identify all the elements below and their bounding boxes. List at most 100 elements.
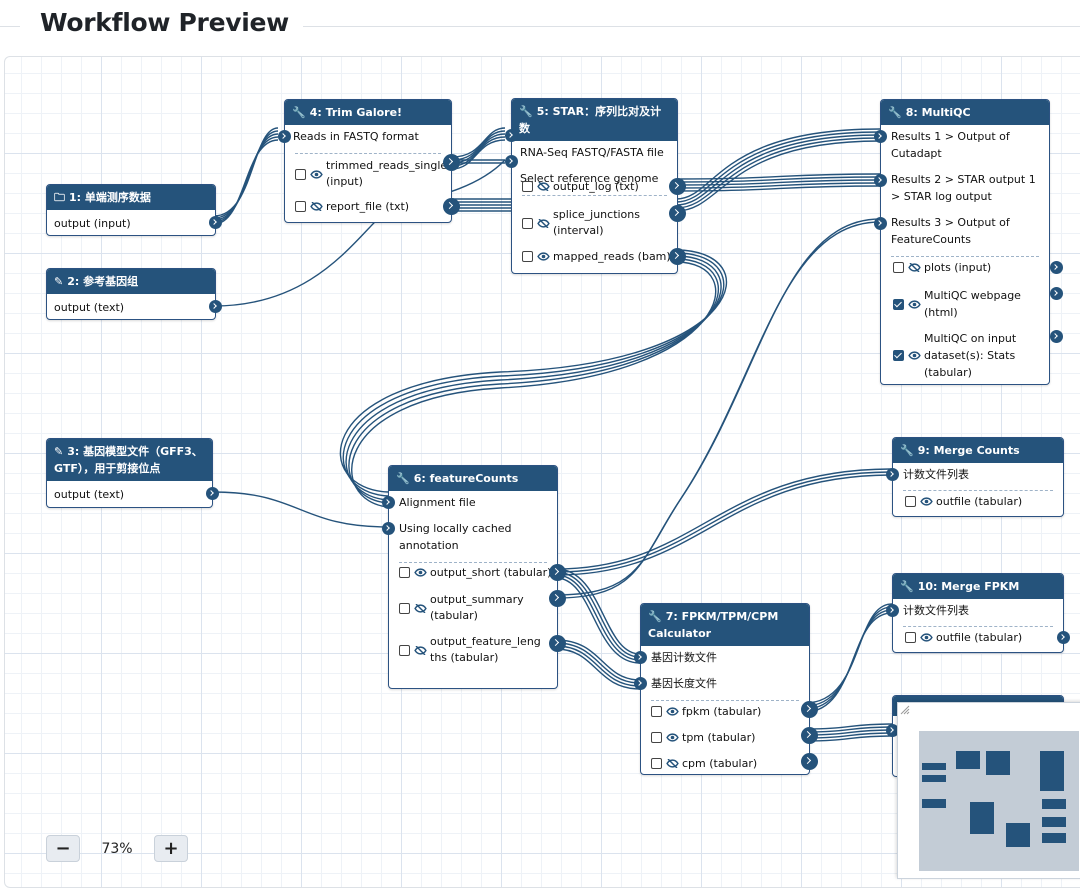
node-output-row[interactable]: tpm (tabular) — [651, 731, 755, 744]
output-checkbox[interactable] — [651, 758, 662, 769]
node-output-row[interactable]: plots (input) — [893, 261, 991, 274]
workflow-node-5[interactable]: 🔧5: STAR：序列比对及计数 RNA-Seq FASTQ/FASTA fil… — [505, 98, 686, 274]
eye-slash-icon[interactable] — [537, 218, 550, 228]
node-output-row[interactable]: report_file (txt) — [295, 200, 409, 213]
output-terminal[interactable] — [549, 635, 566, 652]
eye-slash-icon[interactable] — [666, 759, 679, 768]
node-header[interactable]: 🔧10: Merge FPKM — [893, 574, 1063, 599]
eye-icon[interactable] — [666, 733, 679, 742]
eye-slash-icon[interactable] — [908, 263, 921, 272]
node-header[interactable]: 🔧6: featureCounts — [389, 466, 557, 491]
eye-slash-icon[interactable] — [537, 182, 550, 191]
node-header[interactable]: 🔧7: FPKM/TPM/CPM Calculator — [641, 604, 809, 646]
node-header[interactable]: 🔧9: Merge Counts — [893, 438, 1063, 463]
zoom-in-button[interactable]: + — [154, 835, 188, 862]
eye-icon[interactable] — [310, 169, 323, 179]
output-terminal[interactable] — [209, 216, 222, 229]
node-output-row[interactable]: outfile (tabular) — [905, 631, 1022, 644]
output-terminal[interactable] — [801, 753, 818, 770]
output-terminal[interactable] — [206, 487, 219, 500]
node-header[interactable]: ✎3: 基因模型文件（GFF3、GTF），用于剪接位点 — [47, 439, 212, 481]
eye-icon[interactable] — [908, 351, 921, 360]
workflow-node-9[interactable]: 🔧9: Merge Counts 计数文件列表 outfile (tabular… — [886, 437, 1064, 517]
workflow-node-1[interactable]: 🗀1: 单端测序数据 output (input) — [46, 184, 222, 236]
output-terminal[interactable] — [669, 248, 686, 265]
workflow-node-2[interactable]: ✎2: 参考基因组 output (text) — [46, 268, 222, 320]
input-terminal[interactable] — [874, 217, 887, 230]
eye-icon[interactable] — [920, 633, 933, 642]
node-output-row[interactable]: output_short (tabular) — [399, 566, 551, 579]
input-terminal[interactable] — [874, 130, 887, 143]
output-terminal[interactable] — [1050, 287, 1063, 300]
output-checkbox[interactable] — [651, 732, 662, 743]
output-checkbox[interactable] — [399, 602, 410, 614]
eye-icon[interactable] — [908, 299, 921, 309]
output-checkbox[interactable] — [893, 298, 904, 310]
input-terminal[interactable] — [382, 522, 395, 535]
output-terminal[interactable] — [443, 154, 460, 171]
eye-icon[interactable] — [666, 707, 679, 716]
output-terminal[interactable] — [1050, 330, 1063, 343]
input-terminal[interactable] — [886, 724, 899, 737]
node-output-row[interactable]: output_feature_lengths (tabular) — [399, 634, 544, 666]
input-terminal[interactable] — [382, 496, 395, 509]
output-checkbox[interactable] — [905, 632, 916, 643]
input-terminal[interactable] — [874, 174, 887, 187]
output-terminal[interactable] — [669, 178, 686, 195]
output-checkbox[interactable] — [295, 168, 306, 180]
zoom-out-button[interactable]: − — [46, 835, 80, 862]
node-header[interactable]: 🗀1: 单端测序数据 — [47, 185, 215, 210]
workflow-node-6[interactable]: 🔧6: featureCounts Alignment file Using l… — [382, 465, 566, 689]
output-terminal[interactable] — [549, 590, 566, 607]
input-terminal[interactable] — [886, 604, 899, 617]
node-output-row[interactable]: output_log (txt) — [522, 180, 639, 193]
node-output-row[interactable]: splice_junctions (interval) — [522, 207, 652, 239]
node-header[interactable]: 🔧5: STAR：序列比对及计数 — [512, 99, 677, 141]
minimap[interactable] — [897, 702, 1080, 879]
input-terminal[interactable] — [505, 155, 518, 168]
output-terminal[interactable] — [1050, 261, 1063, 274]
input-terminal[interactable] — [505, 129, 518, 142]
output-checkbox[interactable] — [399, 567, 410, 578]
node-output-row[interactable]: MultiQC webpage (html) — [893, 287, 1023, 321]
output-terminal[interactable] — [1057, 631, 1070, 644]
output-checkbox[interactable] — [522, 217, 533, 229]
output-checkbox[interactable] — [522, 181, 533, 192]
node-output-row[interactable]: trimmed_reads_single (input) — [295, 158, 447, 190]
output-terminal[interactable] — [443, 198, 460, 215]
eye-slash-icon[interactable] — [414, 645, 427, 655]
node-header[interactable]: 🔧4: Trim Galore! — [285, 100, 451, 125]
output-terminal[interactable] — [801, 727, 818, 744]
eye-icon[interactable] — [414, 568, 427, 577]
node-output-row[interactable]: fpkm (tabular) — [651, 705, 761, 718]
workflow-node-7[interactable]: 🔧7: FPKM/TPM/CPM Calculator 基因计数文件 基因长度文… — [634, 603, 818, 775]
workflow-node-4[interactable]: 🔧4: Trim Galore! Reads in FASTQ format t… — [278, 99, 460, 223]
output-checkbox[interactable] — [295, 201, 306, 212]
eye-icon[interactable] — [920, 497, 933, 506]
input-terminal[interactable] — [634, 677, 647, 690]
node-output-row[interactable]: mapped_reads (bam) — [522, 250, 671, 263]
node-output-row[interactable]: MultiQC on input dataset(s): Stats (tabu… — [893, 330, 1028, 381]
output-checkbox[interactable] — [522, 251, 533, 262]
workflow-node-10[interactable]: 🔧10: Merge FPKM 计数文件列表 outfile (tabular) — [886, 573, 1070, 653]
input-terminal[interactable] — [278, 130, 291, 143]
node-output-row[interactable]: outfile (tabular) — [905, 495, 1022, 508]
node-output-row[interactable]: cpm (tabular) — [651, 757, 757, 770]
output-checkbox[interactable] — [651, 706, 662, 717]
output-checkbox[interactable] — [399, 644, 410, 656]
node-header[interactable]: 🔧8: MultiQC — [881, 100, 1049, 125]
output-terminal[interactable] — [669, 205, 686, 222]
node-header[interactable]: ✎2: 参考基因组 — [47, 269, 215, 294]
resize-grip-icon[interactable] — [900, 705, 910, 715]
eye-slash-icon[interactable] — [310, 202, 323, 211]
input-terminal[interactable] — [886, 468, 899, 481]
output-checkbox[interactable] — [893, 350, 904, 361]
workflow-node-8[interactable]: 🔧8: MultiQC Results 1 > Output of Cutada… — [874, 99, 1063, 385]
workflow-node-3[interactable]: ✎3: 基因模型文件（GFF3、GTF），用于剪接位点 output (text… — [46, 438, 219, 508]
output-checkbox[interactable] — [893, 262, 904, 273]
node-output-row[interactable]: output_summary (tabular) — [399, 592, 529, 624]
output-terminal[interactable] — [209, 300, 222, 313]
eye-slash-icon[interactable] — [414, 603, 427, 613]
output-checkbox[interactable] — [905, 496, 916, 507]
eye-icon[interactable] — [537, 252, 550, 261]
